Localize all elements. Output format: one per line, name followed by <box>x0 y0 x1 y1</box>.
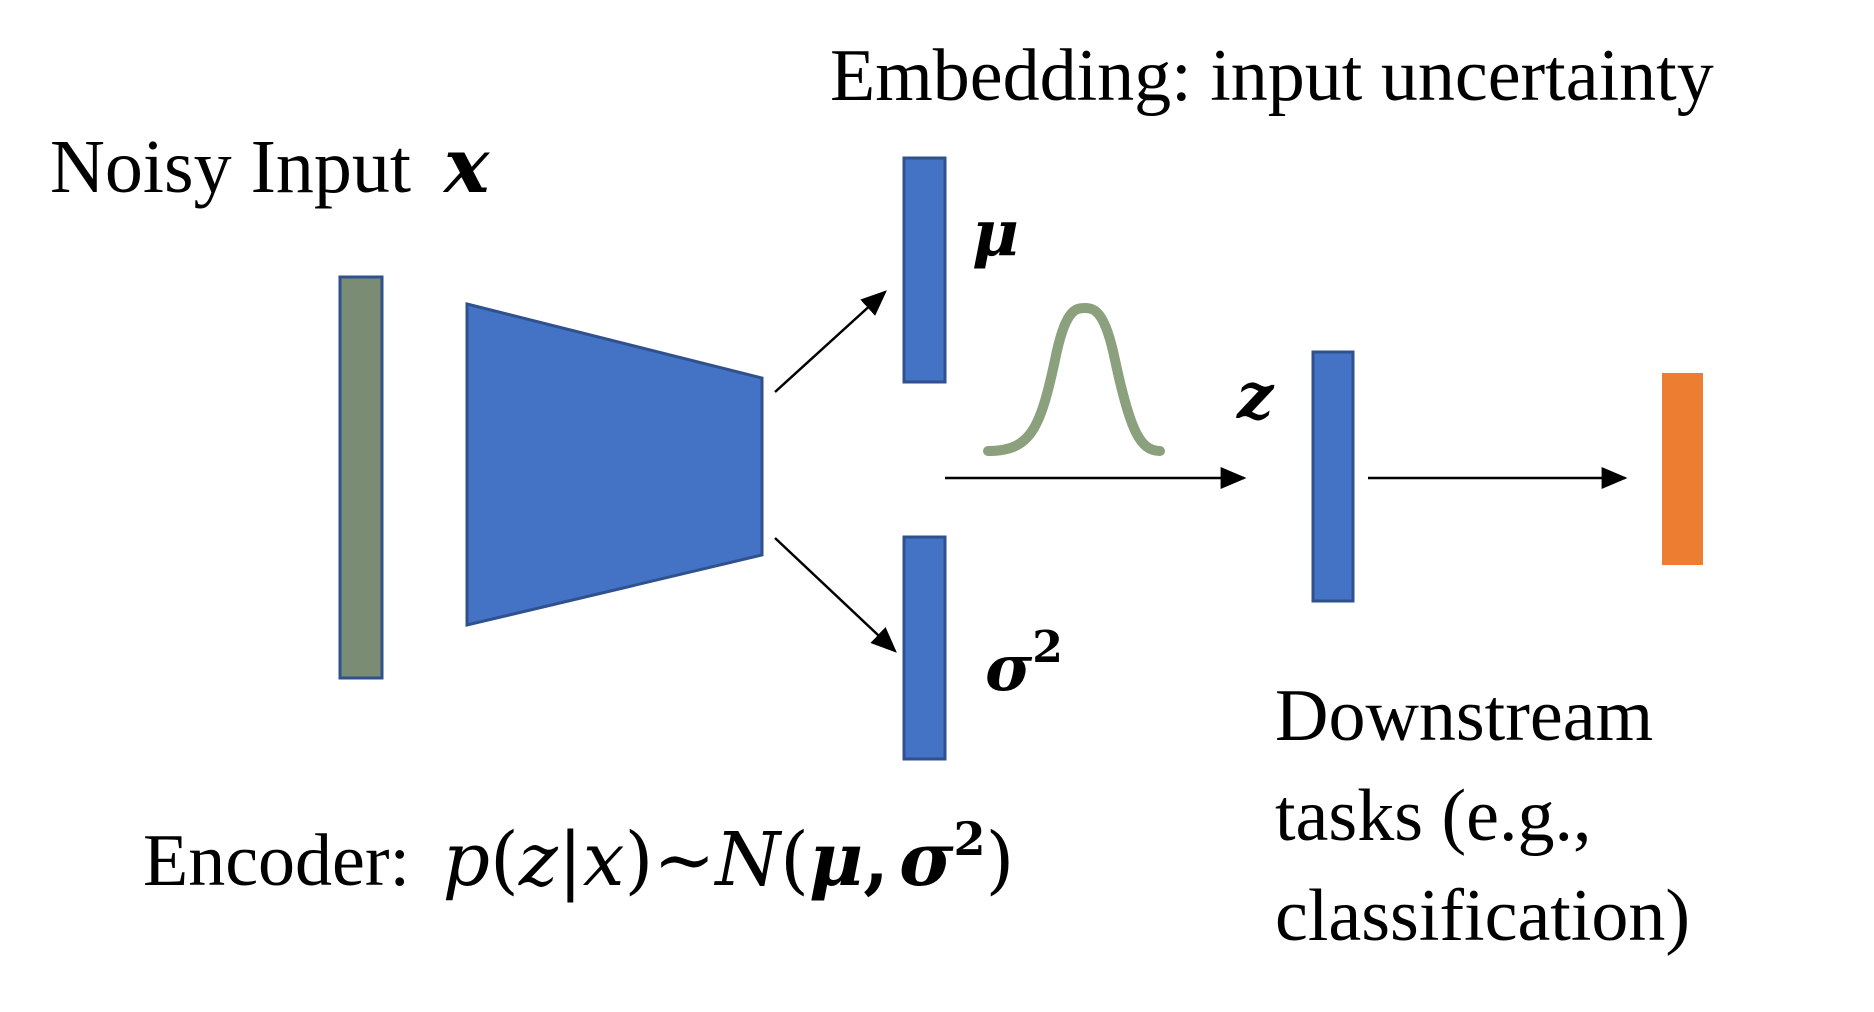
sigma-exponent: 2 <box>1032 622 1063 673</box>
downstream-line-1: Downstream <box>1275 675 1653 757</box>
formula-z: z <box>518 817 559 903</box>
noisy-input-text: Noisy Input <box>50 125 411 209</box>
noisy-input-label: Noisy Input x <box>50 121 491 210</box>
formula-rpar1: )~ <box>625 817 716 903</box>
arrow-to-mu <box>774 290 887 393</box>
downstream-output-bar <box>1662 373 1703 565</box>
formula-p: p <box>443 817 490 903</box>
noisy-input-var: x <box>442 121 491 210</box>
formula-rpar2: ) <box>986 817 1015 903</box>
arrow-to-sigma <box>774 537 897 653</box>
formula-x: x <box>583 817 625 903</box>
formula-lpar1: ( <box>490 817 519 903</box>
z-bar <box>1311 350 1355 603</box>
mu-label: μ <box>972 196 1019 271</box>
mu-bar <box>902 156 947 384</box>
downstream-label: Downstream tasks (e.g., classification) <box>1275 675 1690 957</box>
formula-bar: | <box>558 817 583 903</box>
formula-sigma: σ <box>899 817 954 903</box>
sigma-label: σ2 <box>985 622 1063 706</box>
downstream-line-2: tasks (e.g., <box>1275 775 1592 857</box>
formula-lpar2: ( <box>780 817 809 903</box>
formula-mu: μ <box>809 817 863 903</box>
encoder-formula: Encoder: p(z|x)~N(μ,σ2) <box>143 812 1014 903</box>
formula-exp: 2 <box>954 812 986 866</box>
encoder-prefix: Encoder: <box>143 820 410 902</box>
embedding-title: Embedding: input uncertainty <box>830 35 1714 117</box>
formula-N: N <box>713 817 782 903</box>
formula-comma: , <box>863 817 889 903</box>
noisy-input-bar <box>338 275 384 680</box>
z-label: z <box>1236 359 1275 434</box>
sigma-bar <box>902 535 947 761</box>
encoder-block <box>465 302 764 627</box>
gaussian-curve-icon <box>983 302 1165 456</box>
sigma-symbol: σ <box>985 631 1033 706</box>
downstream-line-3: classification) <box>1275 875 1690 957</box>
